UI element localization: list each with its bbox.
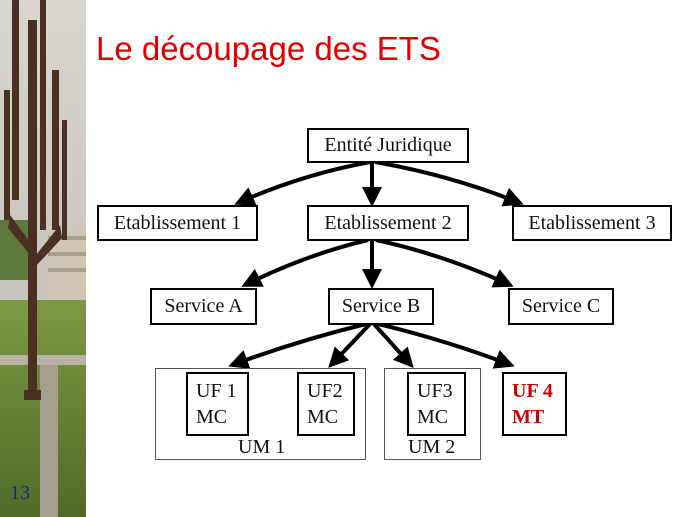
node-etablissement-3: Etablissement 3 [512,205,672,241]
node-service-c: Service C [508,288,614,325]
slide-title: Le découpage des ETS [96,30,441,67]
slide-number: 13 [10,482,30,504]
unit-uf3: UF3 MC [407,372,466,436]
unit-uf1-name: UF 1 [196,380,237,402]
arrow-serviceB-to-uf3 [372,322,414,368]
arrow-etab2-to-serviceC [375,238,514,288]
unit-uf3-name: UF3 [417,380,453,402]
node-etablissement-2: Etablissement 2 [307,205,469,241]
arrow-root-to-etab1 [234,160,371,206]
unit-uf2: UF2 MC [297,372,355,436]
node-entite-juridique: Entité Juridique [307,128,469,163]
sculpture-photo-image [0,0,86,517]
arrow-etab2-to-serviceA [241,238,369,287]
group-um1 [155,368,366,460]
decorative-photo [0,0,86,517]
node-etablissement-1: Etablissement 1 [97,205,258,241]
node-service-a: Service A [150,288,257,325]
unit-uf2-type: MC [307,406,339,428]
group-um2-label: UM 2 [408,436,456,458]
unit-uf3-type: MC [417,406,449,428]
unit-uf4-type: MT [512,406,545,428]
group-um1-label: UM 1 [238,436,286,458]
unit-uf4: UF 4 MT [502,372,567,436]
unit-uf1: UF 1 MC [186,372,249,436]
node-service-b: Service B [328,288,434,325]
arrow-root-to-etab3 [374,160,524,207]
arrow-serviceB-to-uf4 [377,322,515,369]
arrow-serviceB-to-uf2 [328,322,372,368]
unit-uf2-name: UF2 [307,380,343,402]
arrow-serviceB-to-uf1 [228,322,367,369]
unit-uf1-type: MC [196,406,228,428]
group-um2 [384,368,481,460]
unit-uf4-name: UF 4 [512,380,553,402]
